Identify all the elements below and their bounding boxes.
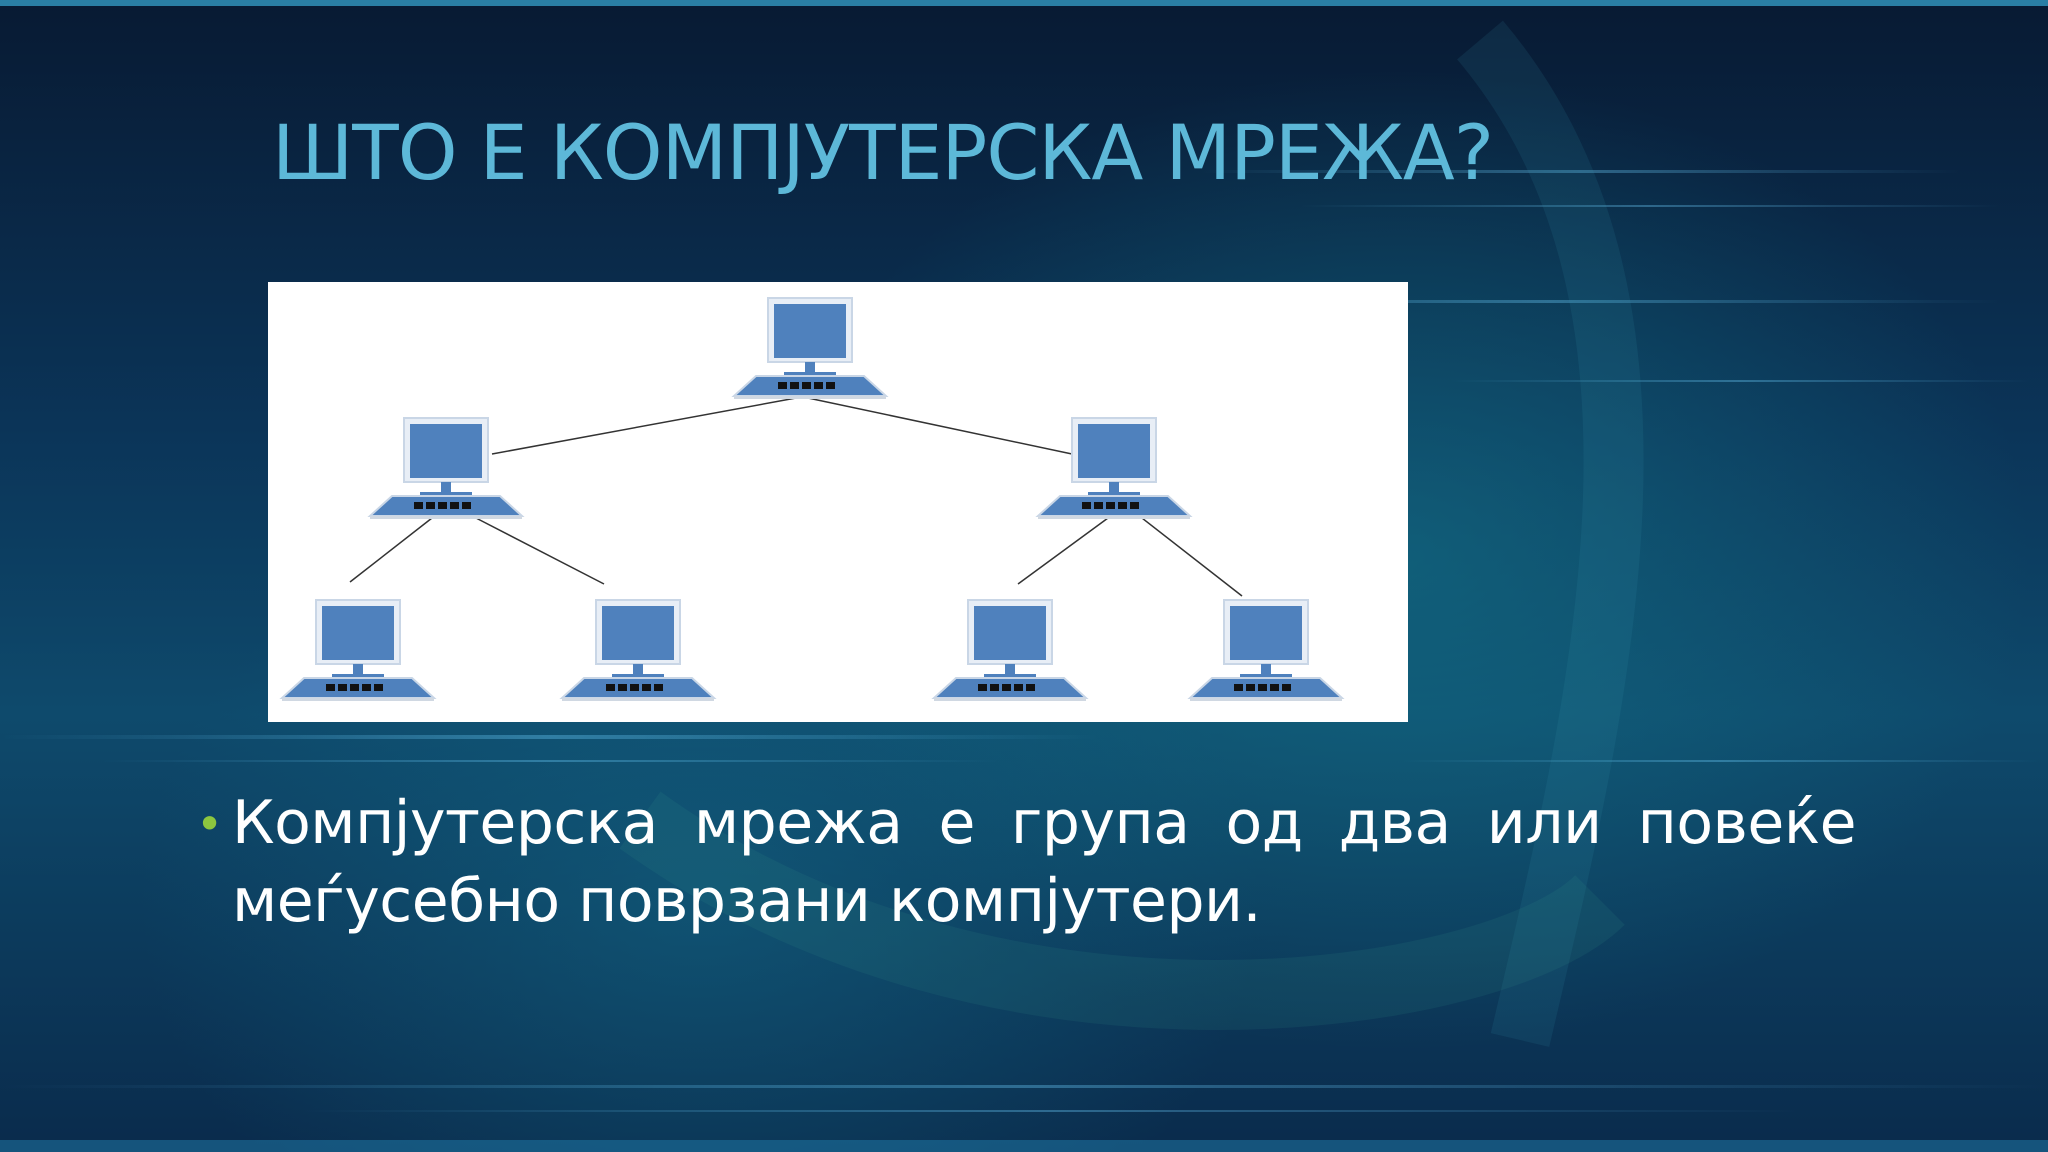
link-left-right <box>475 517 605 585</box>
bullet-dot-icon: • <box>196 797 224 851</box>
computer-right-icon <box>1037 417 1191 520</box>
network-diagram <box>268 282 1408 722</box>
link-right-left <box>1017 517 1109 585</box>
bullet-item: • Компјутерска мрежа е група од два или … <box>196 784 1857 940</box>
computer-root-icon <box>733 297 887 400</box>
link-left-left <box>349 517 433 583</box>
computer-left-icon <box>369 417 523 520</box>
computer-left-left-icon <box>281 599 435 702</box>
link-root-left <box>491 397 797 455</box>
bullet-text: Компјутерска мрежа е група од два или по… <box>232 788 1857 936</box>
link-root-right <box>807 397 1073 455</box>
computer-right-right-icon <box>1189 599 1343 702</box>
computer-right-left-icon <box>933 599 1087 702</box>
computer-left-right-icon <box>561 599 715 702</box>
slide-title: ШТО Е КОМПЈУТЕРСКА МРЕЖА? <box>272 108 1494 197</box>
link-right-right <box>1141 517 1243 597</box>
